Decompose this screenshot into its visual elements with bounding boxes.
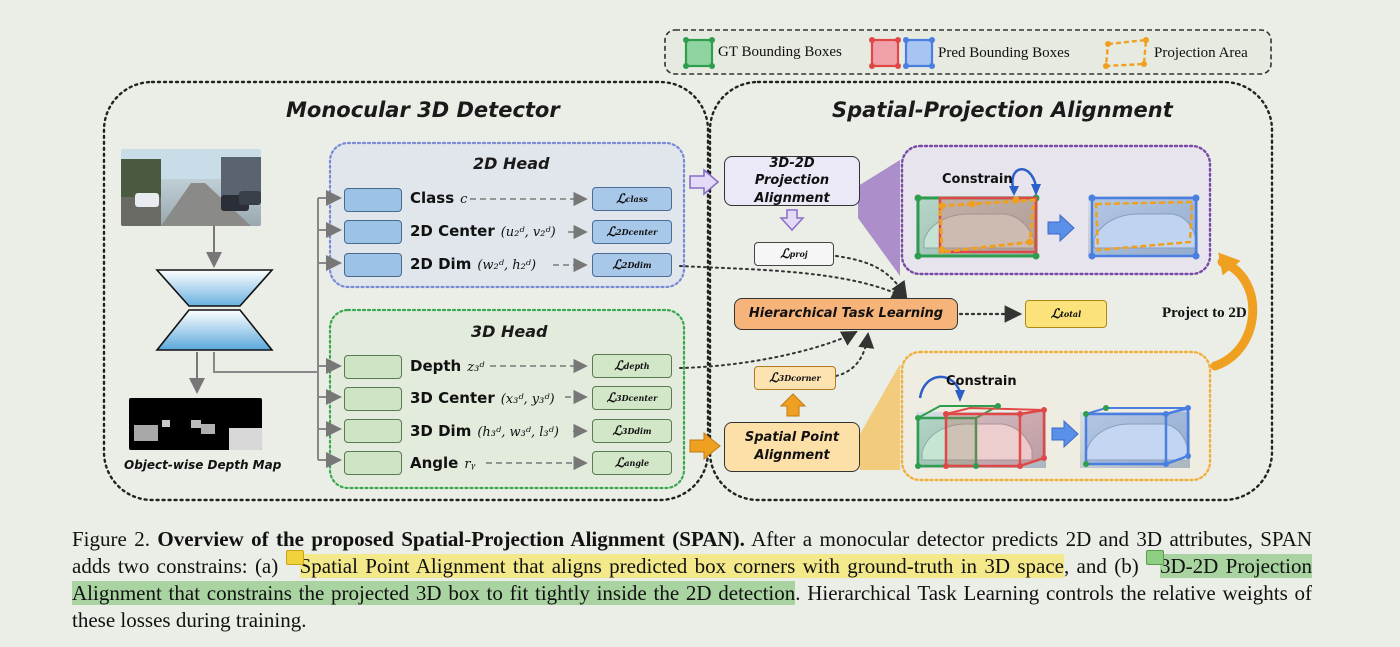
caption-title: Overview of the proposed Spatial-Project…: [157, 527, 745, 551]
legend-pred-label: Pred Bounding Boxes: [938, 45, 1070, 61]
legend-gt-label: GT Bounding Boxes: [718, 44, 842, 60]
htl-box: Hierarchical Task Learning: [734, 298, 958, 330]
input-image: [121, 149, 261, 226]
note-icon[interactable]: [1146, 550, 1165, 565]
head2d-center-label: 2D Center(u₂ᵈ, v₂ᵈ): [410, 222, 556, 240]
caption-text-2: , and (b): [1063, 554, 1147, 578]
head3d-dim-label: 3D Dim(h₃ᵈ, w₃ᵈ, l₃ᵈ): [410, 422, 559, 440]
head3d-angle-feature: [344, 451, 402, 475]
head2d-dim-label: 2D Dim(w₂ᵈ, h₂ᵈ): [410, 255, 537, 273]
head2d-title: 2D Head: [473, 154, 550, 173]
head3d-depth-feature: [344, 355, 402, 379]
legend-frame: [664, 29, 1272, 75]
note-icon[interactable]: [285, 550, 304, 565]
depth-map-image: [129, 398, 262, 450]
encoder-shape: [155, 269, 274, 307]
caption-text-3: . Hierarchical Task Learning controls th…: [72, 581, 1312, 632]
left-panel-frame: [102, 80, 710, 502]
caption-text-1: After a monocular detector predicts 2D a…: [72, 527, 1313, 578]
decoder-shape: [155, 309, 274, 351]
project-to-2d-label: Project to 2D: [1162, 305, 1247, 321]
right-panel-frame: [708, 80, 1274, 502]
head2d-dim-feature: [344, 253, 402, 277]
spatial-alignment-box: Spatial Point Alignment: [724, 422, 860, 472]
caption-highlight-1: Spatial Point Alignment that aligns pred…: [299, 554, 1064, 578]
right-panel-title: Spatial-Projection Alignment: [832, 98, 1173, 122]
caption-prefix: Figure 2.: [72, 527, 150, 551]
constrain-label-top: Constrain: [942, 172, 1013, 187]
head2d-center-feature: [344, 220, 402, 244]
legend-proj-label: Projection Area: [1154, 45, 1248, 61]
head3d-center-label: 3D Center(x₃ᵈ, y₃ᵈ): [410, 389, 555, 407]
head3d-dim-feature: [344, 419, 402, 443]
head2d-class-feature: [344, 188, 402, 212]
depth-map-label: Object-wise Depth Map: [124, 458, 282, 472]
left-panel-title: Monocular 3D Detector: [286, 98, 560, 122]
constrain-label-bottom: Constrain: [946, 374, 1017, 389]
head2d-frame: [328, 141, 686, 289]
arrow-2dhead-to-proj: [689, 168, 720, 196]
head3d-title: 3D Head: [471, 322, 548, 341]
head3d-center-feature: [344, 387, 402, 411]
proj-alignment-box: 3D-2D Projection Alignment: [724, 156, 860, 206]
arrow-3dhead-to-spatial: [689, 431, 721, 461]
figure-caption: Figure 2. Overview of the proposed Spati…: [72, 526, 1312, 634]
